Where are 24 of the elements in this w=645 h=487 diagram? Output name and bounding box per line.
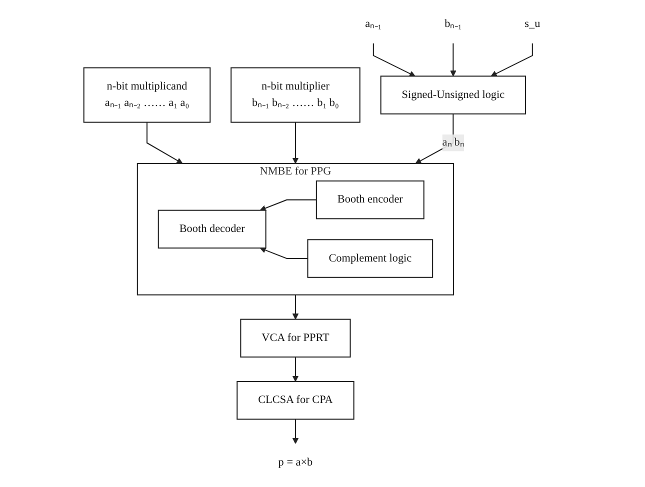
node-box: n-bit multiplicand aₙ₋₁ aₙ₋₂ …… a₁ a₀ xyxy=(83,67,211,123)
node-box: Signed-Unsigned logic xyxy=(380,76,526,114)
arrow xyxy=(450,43,456,76)
node-text: s_u xyxy=(524,18,540,30)
node-box: CLCSA for CPA xyxy=(236,380,354,420)
node-text: bₙ₋₁ xyxy=(444,18,462,30)
node-text: p = a×b xyxy=(278,456,313,468)
arrow xyxy=(292,122,299,164)
node-text: aₙ₋₁ xyxy=(365,18,382,30)
arrow xyxy=(292,357,299,382)
node-box: Booth decoder xyxy=(158,210,266,249)
node-box: Booth encoder xyxy=(316,180,424,220)
arrow xyxy=(146,122,183,164)
node-box: VCA for PPRT xyxy=(240,318,351,358)
arrow xyxy=(260,247,308,260)
arrow xyxy=(260,199,316,212)
arrow xyxy=(292,419,299,444)
arrow xyxy=(415,114,454,164)
arrow xyxy=(292,294,299,320)
node-box: n-bit multiplier bₙ₋₁ bₙ₋₂ …… b₁ b₀ xyxy=(230,67,360,123)
node-box: Complement logic xyxy=(307,239,434,278)
arrow xyxy=(372,43,416,76)
arrow xyxy=(490,43,533,76)
edge-label: aₙ bₙ xyxy=(442,136,464,148)
